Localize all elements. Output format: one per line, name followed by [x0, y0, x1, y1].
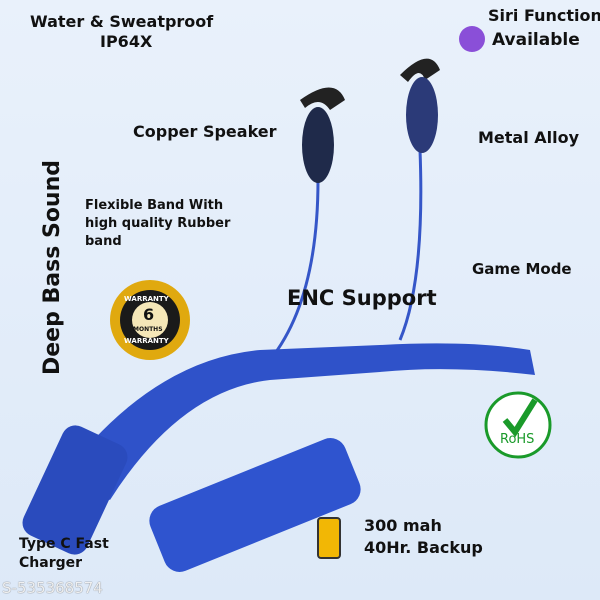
siri-label: Siri Function: [488, 6, 600, 25]
waterproof-label: Water & Sweatproof: [30, 12, 214, 31]
band-label-1: Flexible Band With: [85, 198, 224, 213]
warranty-top: WARRANTY: [124, 295, 169, 303]
band-label-3: band: [85, 234, 122, 249]
type-c-label: Type C Fast: [19, 536, 109, 552]
warranty-bottom: WARRANTY: [124, 337, 169, 345]
band-label-2: high quality Rubber: [85, 216, 231, 231]
battery-label: 300 mah: [364, 516, 442, 535]
warranty-months: MONTHS: [133, 326, 163, 333]
watermark: S-535368574: [2, 579, 103, 597]
charger-label: Charger: [19, 555, 83, 571]
ip-rating-label: IP64X: [100, 32, 153, 51]
rohs-label: RoHS: [500, 432, 535, 447]
copper-speaker-label: Copper Speaker: [133, 122, 277, 141]
deep-bass-label: Deep Bass Sound: [40, 159, 65, 375]
metal-alloy-label: Metal Alloy: [478, 128, 580, 147]
game-mode-label: Game Mode: [472, 260, 572, 278]
warranty-number: 6: [143, 305, 155, 324]
enc-support-label: ENC Support: [287, 286, 437, 310]
siri-available-label: Available: [492, 30, 580, 50]
backup-label: 40Hr. Backup: [364, 538, 483, 557]
